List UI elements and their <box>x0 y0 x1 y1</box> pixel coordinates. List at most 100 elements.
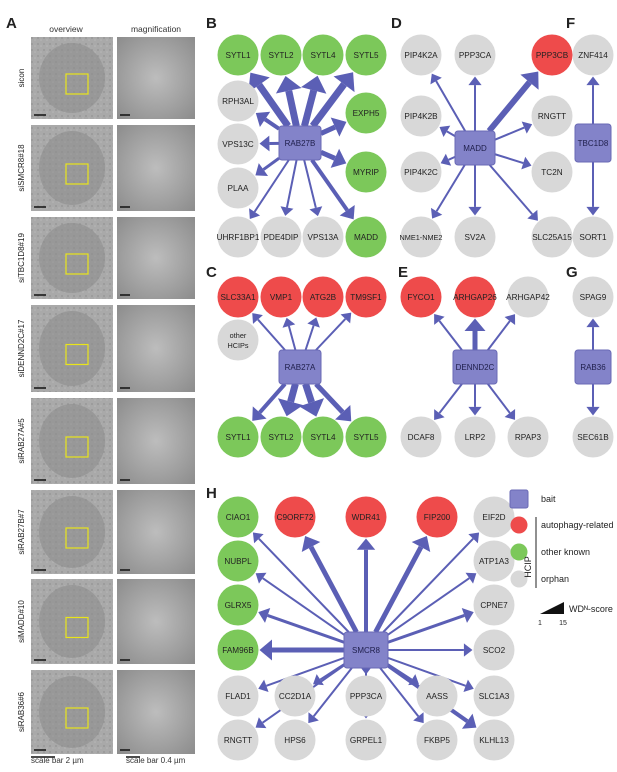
arrowhead-sytl1 <box>248 72 270 93</box>
panel-letter-g: G <box>566 264 578 281</box>
row-label-sidennd2c-17: siDENND2C#17 <box>17 319 26 377</box>
arrowhead-pip4k2c <box>440 153 452 166</box>
node-label: SORT1 <box>579 233 607 242</box>
legend-bait-label: bait <box>541 494 556 504</box>
node-circle <box>345 416 387 458</box>
node-circle <box>345 496 387 538</box>
edge-ppp3cb <box>486 80 532 133</box>
node-rph3al: RPH3AL <box>217 80 259 122</box>
node-label: SCO2 <box>483 646 506 655</box>
node-circle <box>217 540 259 582</box>
node-circle <box>400 95 442 137</box>
legend-other-known-label: other known <box>541 547 590 557</box>
node-ciao1: CIAO1 <box>217 496 259 538</box>
arrowhead-fam96b <box>259 639 272 661</box>
node-circle <box>302 416 344 458</box>
node-sytl1: SYTL1 <box>217 34 259 76</box>
zoom-box <box>65 707 89 729</box>
edge-pip4k2b <box>446 130 456 138</box>
node-label: HPS6 <box>284 736 306 745</box>
node-grpel1: GRPEL1 <box>345 719 387 761</box>
node-label: CIAO1 <box>226 513 251 522</box>
node-label: SYTL5 <box>353 51 378 60</box>
zoom-box <box>65 253 89 275</box>
node-label: PDE4DIP <box>263 233 299 242</box>
magnification-image-sirab27b-7 <box>117 490 195 574</box>
edge-rph3al <box>263 117 281 131</box>
node-myrip: MYRIP <box>345 151 387 193</box>
bait-box <box>574 123 612 163</box>
arrowhead-pip4k2b <box>439 125 451 138</box>
node-circle <box>345 675 387 717</box>
node-arhgap26: ARHGAP26 <box>453 276 497 318</box>
node-label: PLAA <box>228 184 249 193</box>
node-label: ZNF414 <box>578 51 608 60</box>
node-label: MYRIP <box>353 168 379 177</box>
node-circle <box>217 416 259 458</box>
node-slc1a3: SLC1A3 <box>473 675 515 717</box>
node-circle <box>507 416 549 458</box>
arrowhead-arhgap42 <box>504 314 516 325</box>
edge-arhgap42 <box>487 320 511 351</box>
arrowhead-rngtt <box>255 717 267 729</box>
arrowhead-madd <box>339 204 355 220</box>
bait-label: DENND2C <box>456 363 495 372</box>
edges <box>252 312 352 422</box>
node-label: ARHGAP26 <box>453 293 497 302</box>
node-cc2d1a: CC2D1A <box>274 675 316 717</box>
node-circle <box>572 34 614 76</box>
node-circle <box>454 34 496 76</box>
node-label: SEC61B <box>577 433 609 442</box>
arrowhead-tm9sf1 <box>340 312 352 324</box>
node-circle <box>531 95 573 137</box>
node-wdr41: WDR41 <box>345 496 387 538</box>
edge-slc33a1 <box>257 318 286 351</box>
node-label: TC2N <box>541 168 562 177</box>
node-circle <box>217 167 259 209</box>
node-circle <box>454 216 496 258</box>
edge-madd <box>310 158 349 212</box>
node-slc25a15: SLC25A15 <box>531 216 573 258</box>
node-circle <box>531 151 573 193</box>
arrowhead-dcaf8 <box>434 409 445 420</box>
node-label: SLC1A3 <box>479 692 510 701</box>
node-circle <box>473 496 515 538</box>
node-sec61b: SEC61B <box>572 416 614 458</box>
edge-nme1-nme2 <box>435 164 466 212</box>
panel-letter-b: B <box>206 15 217 32</box>
edge-fkbp5 <box>379 667 420 717</box>
bait-box <box>343 631 389 669</box>
bait-label: MADD <box>463 144 487 153</box>
node-circle <box>217 719 259 761</box>
edge-sytl5 <box>309 82 347 129</box>
node-label: FKBP5 <box>424 736 450 745</box>
cell-body <box>39 404 105 478</box>
arrowhead-fkbp5 <box>413 712 424 724</box>
arrowhead-atp1a3 <box>465 572 477 584</box>
node-label: NUBPL <box>224 557 252 566</box>
node-pde4dip: PDE4DIP <box>260 216 302 258</box>
legend-autophagy-swatch <box>510 516 528 534</box>
edge-glrx5 <box>267 613 345 644</box>
edge-vps13a <box>303 159 317 209</box>
bait-label: SMCR8 <box>352 646 381 655</box>
bait-rab27a: RAB27A <box>278 349 322 385</box>
node-circle <box>217 34 259 76</box>
node-label: MADD <box>354 233 378 242</box>
node-sytl1: SYTL1 <box>217 416 259 458</box>
arrowhead-fyco1 <box>434 314 445 325</box>
arrowhead-arhgap26 <box>464 318 486 331</box>
node-sytl5: SYTL5 <box>345 416 387 458</box>
node-label: SV2A <box>465 233 486 242</box>
arrowhead-rph3al <box>255 111 271 127</box>
arrowhead-spag9 <box>586 318 600 328</box>
node-sv2a: SV2A <box>454 216 496 258</box>
arrowhead-uhrf1bp1 <box>249 208 261 220</box>
bait-smcr8: SMCR8 <box>343 631 389 669</box>
arrowhead-pip4k2a <box>430 73 442 85</box>
zoom-box <box>65 163 89 185</box>
